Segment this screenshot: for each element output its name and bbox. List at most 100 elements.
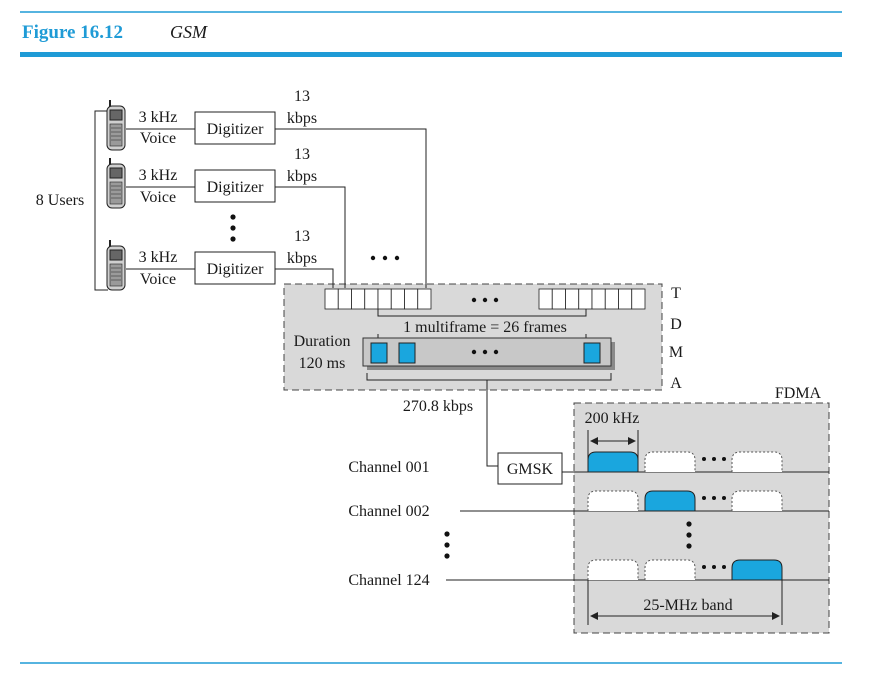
gmsk-box <box>497 452 563 485</box>
ellipsis-dot <box>686 532 692 538</box>
voice-bandwidth-label: 3 kHz <box>139 167 178 184</box>
rate-unit-label: kbps <box>287 168 317 185</box>
ellipsis-dot <box>686 543 692 549</box>
multiframe-label: 1 multiframe = 26 frames <box>403 319 567 336</box>
frame-cell <box>618 288 633 310</box>
ellipsis-dot <box>394 255 400 261</box>
idle-carrier <box>644 451 696 472</box>
ellipsis-dot <box>444 553 450 559</box>
cell-phone-icon <box>106 158 126 209</box>
arrowhead <box>628 437 636 445</box>
frame-cell <box>565 288 580 310</box>
duration-bracket <box>366 373 612 381</box>
ellipsis-dot <box>712 457 716 461</box>
ellipsis-dot <box>444 542 450 548</box>
frame-cell <box>364 288 379 310</box>
active-carrier <box>587 451 639 473</box>
ellipsis-dot <box>230 214 236 220</box>
ellipsis-dot <box>712 496 716 500</box>
frame-cell <box>390 288 405 310</box>
duration-value: 120 ms <box>299 355 346 372</box>
rate-value-label: 13 <box>294 146 310 163</box>
digitizer-output-line <box>275 268 334 288</box>
frame-cell <box>551 288 566 310</box>
ellipsis-dot <box>493 297 499 303</box>
active-carrier <box>731 559 783 581</box>
ellipsis-dot <box>702 457 706 461</box>
active-carrier <box>644 490 696 512</box>
digitizer-label: Digitizer <box>207 179 265 196</box>
frame-cell <box>604 288 619 310</box>
channel-bandwidth-label: 200 kHz <box>585 410 640 427</box>
tdma-slot <box>583 342 601 364</box>
frame-cell <box>351 288 366 310</box>
frame-cell <box>538 288 553 310</box>
rate-unit-label: kbps <box>287 110 317 127</box>
ellipsis-dot <box>471 297 477 303</box>
voice-bandwidth-label: 3 kHz <box>139 109 178 126</box>
rate-value-label: 13 <box>294 88 310 105</box>
ellipsis-dot <box>482 297 488 303</box>
users-group-label: 8 Users <box>36 192 84 209</box>
arrowhead <box>590 612 598 620</box>
tdma-letter: M <box>669 344 683 361</box>
fdma-label: FDMA <box>775 385 822 402</box>
frame-cell <box>404 288 419 310</box>
tdma-slot <box>398 342 416 364</box>
idle-carrier <box>731 490 783 511</box>
gmsk-label: GMSK <box>507 461 554 478</box>
tdma-letter: D <box>670 316 682 333</box>
channel-label: Channel 001 <box>348 459 429 476</box>
ellipsis-dot <box>471 349 477 355</box>
cell-phone-icon <box>106 240 126 291</box>
digitizer-box <box>194 251 276 285</box>
digitizer-label: Digitizer <box>207 261 265 278</box>
users-bracket <box>94 110 108 291</box>
multiframe-bracket <box>377 309 587 317</box>
figure-title: GSM <box>170 22 208 42</box>
channel-label: Channel 124 <box>348 572 429 589</box>
frame-cell <box>631 288 646 310</box>
ellipsis-dot <box>230 236 236 242</box>
frame-cell <box>591 288 606 310</box>
digitizer-box <box>194 169 276 203</box>
idle-carrier <box>644 559 696 580</box>
ellipsis-dot <box>482 349 488 355</box>
voice-bandwidth-label: 3 kHz <box>139 249 178 266</box>
voice-label: Voice <box>140 130 176 147</box>
caption-bottom-rule <box>20 52 842 57</box>
idle-carrier <box>587 490 639 511</box>
frame-cell <box>578 288 593 310</box>
ellipsis-dot <box>722 565 726 569</box>
frame-cell <box>337 288 352 310</box>
ellipsis-dot <box>230 225 236 231</box>
ellipsis-dot <box>686 521 692 527</box>
band-label: 25-MHz band <box>643 597 732 614</box>
frame-cell <box>377 288 392 310</box>
voice-label: Voice <box>140 189 176 206</box>
tdma-letter: A <box>670 375 682 392</box>
ellipsis-dot <box>702 496 706 500</box>
ellipsis-dot <box>712 565 716 569</box>
digitizer-output-line <box>275 186 346 288</box>
tdma-letter: T <box>671 285 681 302</box>
output-rate-label: 270.8 kbps <box>403 398 473 415</box>
arrowhead <box>590 437 598 445</box>
digitizer-box <box>194 111 276 145</box>
idle-carrier <box>731 451 783 472</box>
ellipsis-dot <box>370 255 376 261</box>
rate-unit-label: kbps <box>287 250 317 267</box>
frame-cell <box>324 288 339 310</box>
arrowhead <box>772 612 780 620</box>
frame-buffer <box>538 288 646 310</box>
ellipsis-dot <box>702 565 706 569</box>
rate-value-label: 13 <box>294 228 310 245</box>
frame-buffer <box>324 288 432 310</box>
digitizer-label: Digitizer <box>207 121 265 138</box>
tdma-output-line <box>486 380 498 467</box>
digitizer-output-line <box>275 128 427 288</box>
duration-label: Duration <box>294 333 351 350</box>
bandwidth-ticks <box>587 430 639 460</box>
band-ticks <box>587 580 783 625</box>
ellipsis-dot <box>722 457 726 461</box>
